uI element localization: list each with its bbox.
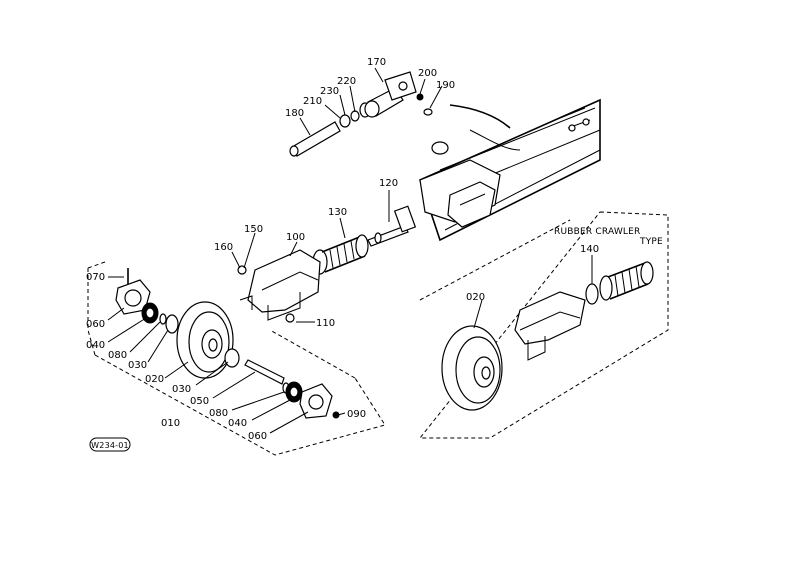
label-070: 070: [86, 272, 105, 283]
rubber-crawler-inset: [418, 211, 669, 439]
label-030-right: 030: [172, 384, 191, 395]
label-080-right: 080: [209, 408, 228, 419]
label-040-right: 040: [228, 418, 247, 429]
label-090: 090: [347, 409, 366, 420]
leader-lines: [107, 67, 593, 434]
tension-spring: [312, 205, 417, 275]
label-060-right: 060: [248, 431, 267, 442]
label-170: 170: [367, 57, 386, 68]
inset-caption-line2: TYPE: [639, 237, 663, 247]
label-160: 160: [214, 242, 233, 253]
label-150: 150: [244, 224, 263, 235]
label-030-left: 030: [128, 360, 147, 371]
label-100: 100: [286, 232, 305, 243]
upper-shaft-assembly: [289, 71, 433, 157]
label-230: 230: [320, 86, 339, 97]
inset-caption-line1: RUBBER CRAWLER: [554, 227, 640, 237]
drawing-code: W234-01: [91, 441, 129, 450]
idler-assembly: [87, 261, 386, 456]
idler-bracket: [237, 249, 321, 323]
label-060-left: 060: [86, 319, 105, 330]
label-020-inset: 020: [466, 292, 485, 303]
label-080-left: 080: [108, 350, 127, 361]
label-050: 050: [190, 396, 209, 407]
label-020-left: 020: [145, 374, 164, 385]
label-130: 130: [328, 207, 347, 218]
label-210: 210: [303, 96, 322, 107]
label-180: 180: [285, 108, 304, 119]
label-200: 200: [418, 68, 437, 79]
part-labels: 170 200 190 220 230 210 180 120 130 100 …: [86, 57, 663, 442]
track-frame: [419, 98, 601, 242]
label-220: 220: [337, 76, 356, 87]
drawing-code-badge: W234-01: [89, 437, 131, 452]
label-110: 110: [316, 318, 335, 329]
label-140: 140: [580, 244, 599, 255]
label-190: 190: [436, 80, 455, 91]
label-010: 010: [161, 418, 180, 429]
label-120: 120: [379, 178, 398, 189]
label-040-left: 040: [86, 340, 105, 351]
